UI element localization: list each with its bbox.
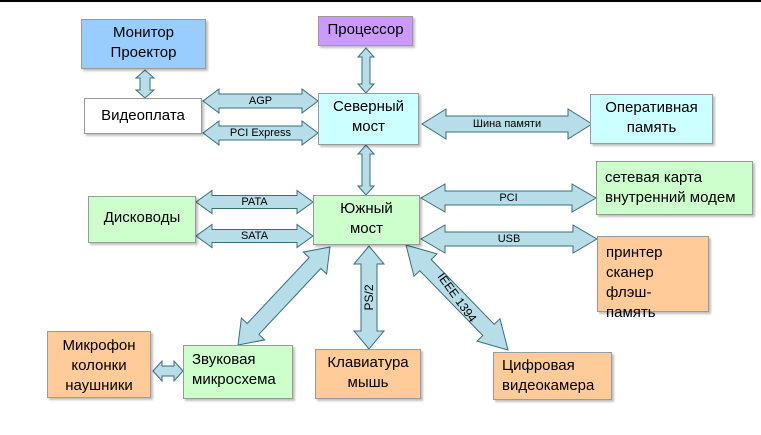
network-card-label: сетевая карта внутренний модем [605,169,736,206]
pci-label: PCI [499,192,517,204]
printer-label: принтер сканер флэш-память [606,244,663,321]
ps2-label: PS/2 [362,284,376,310]
ram-box: Оперативная память [590,94,713,144]
monitor-projector-box: Монитор Проектор [81,19,206,69]
sata-label: SATA [241,230,269,242]
video-card-box: Видеоплата [84,98,202,134]
ieee-label: IEEE 1394 [434,270,479,325]
drives-box: Дисководы [88,196,196,243]
keyboard-mouse-label: Клавиатура мышь [327,354,409,391]
camera-label: Цифровая видеокамера [502,357,595,394]
southbridge-label: Южный мост [340,200,393,237]
microphone-box: Микрофон колонки наушники [47,331,151,398]
video-card-label: Видеоплата [101,107,185,124]
cpu-north-arrow [356,47,376,94]
southbridge-box: Южный мост [313,195,420,245]
microphone-label: Микрофон колонки наушники [62,337,136,394]
cpu-label: Процессор [327,21,404,38]
ram-label: Оперативная память [605,99,698,136]
camera-box: Цифровая видеокамера [493,352,612,400]
northbridge-label: Северный мост [332,98,405,135]
mic-sound-arrow [152,359,184,383]
pata-label: PATA [241,196,268,208]
usb-label: USB [498,233,521,245]
drives-label: Дисководы [103,209,181,226]
memory-bus-label: Шина памяти [473,118,541,130]
pci-express-label: PCI Express [230,127,292,139]
printer-box: принтер сканер флэш-память [597,236,709,321]
sound-chip-label: Звуковая микросхема [192,351,276,388]
north-south-arrow [356,144,376,196]
keyboard-mouse-box: Клавиатура мышь [315,349,421,399]
network-card-box: сетевая карта внутренний модем [596,161,753,215]
south-sound-arrow [237,246,331,346]
monitor-video-arrow [134,69,156,99]
cpu-box: Процессор [318,16,413,46]
ieee-arrow [405,244,509,351]
northbridge-box: Северный мост [318,93,419,145]
top-border-line [0,0,761,2]
monitor-projector-label: Монитор Проектор [110,24,177,61]
agp-label: AGP [249,95,272,107]
sound-chip-box: Звуковая микросхема [183,345,293,399]
